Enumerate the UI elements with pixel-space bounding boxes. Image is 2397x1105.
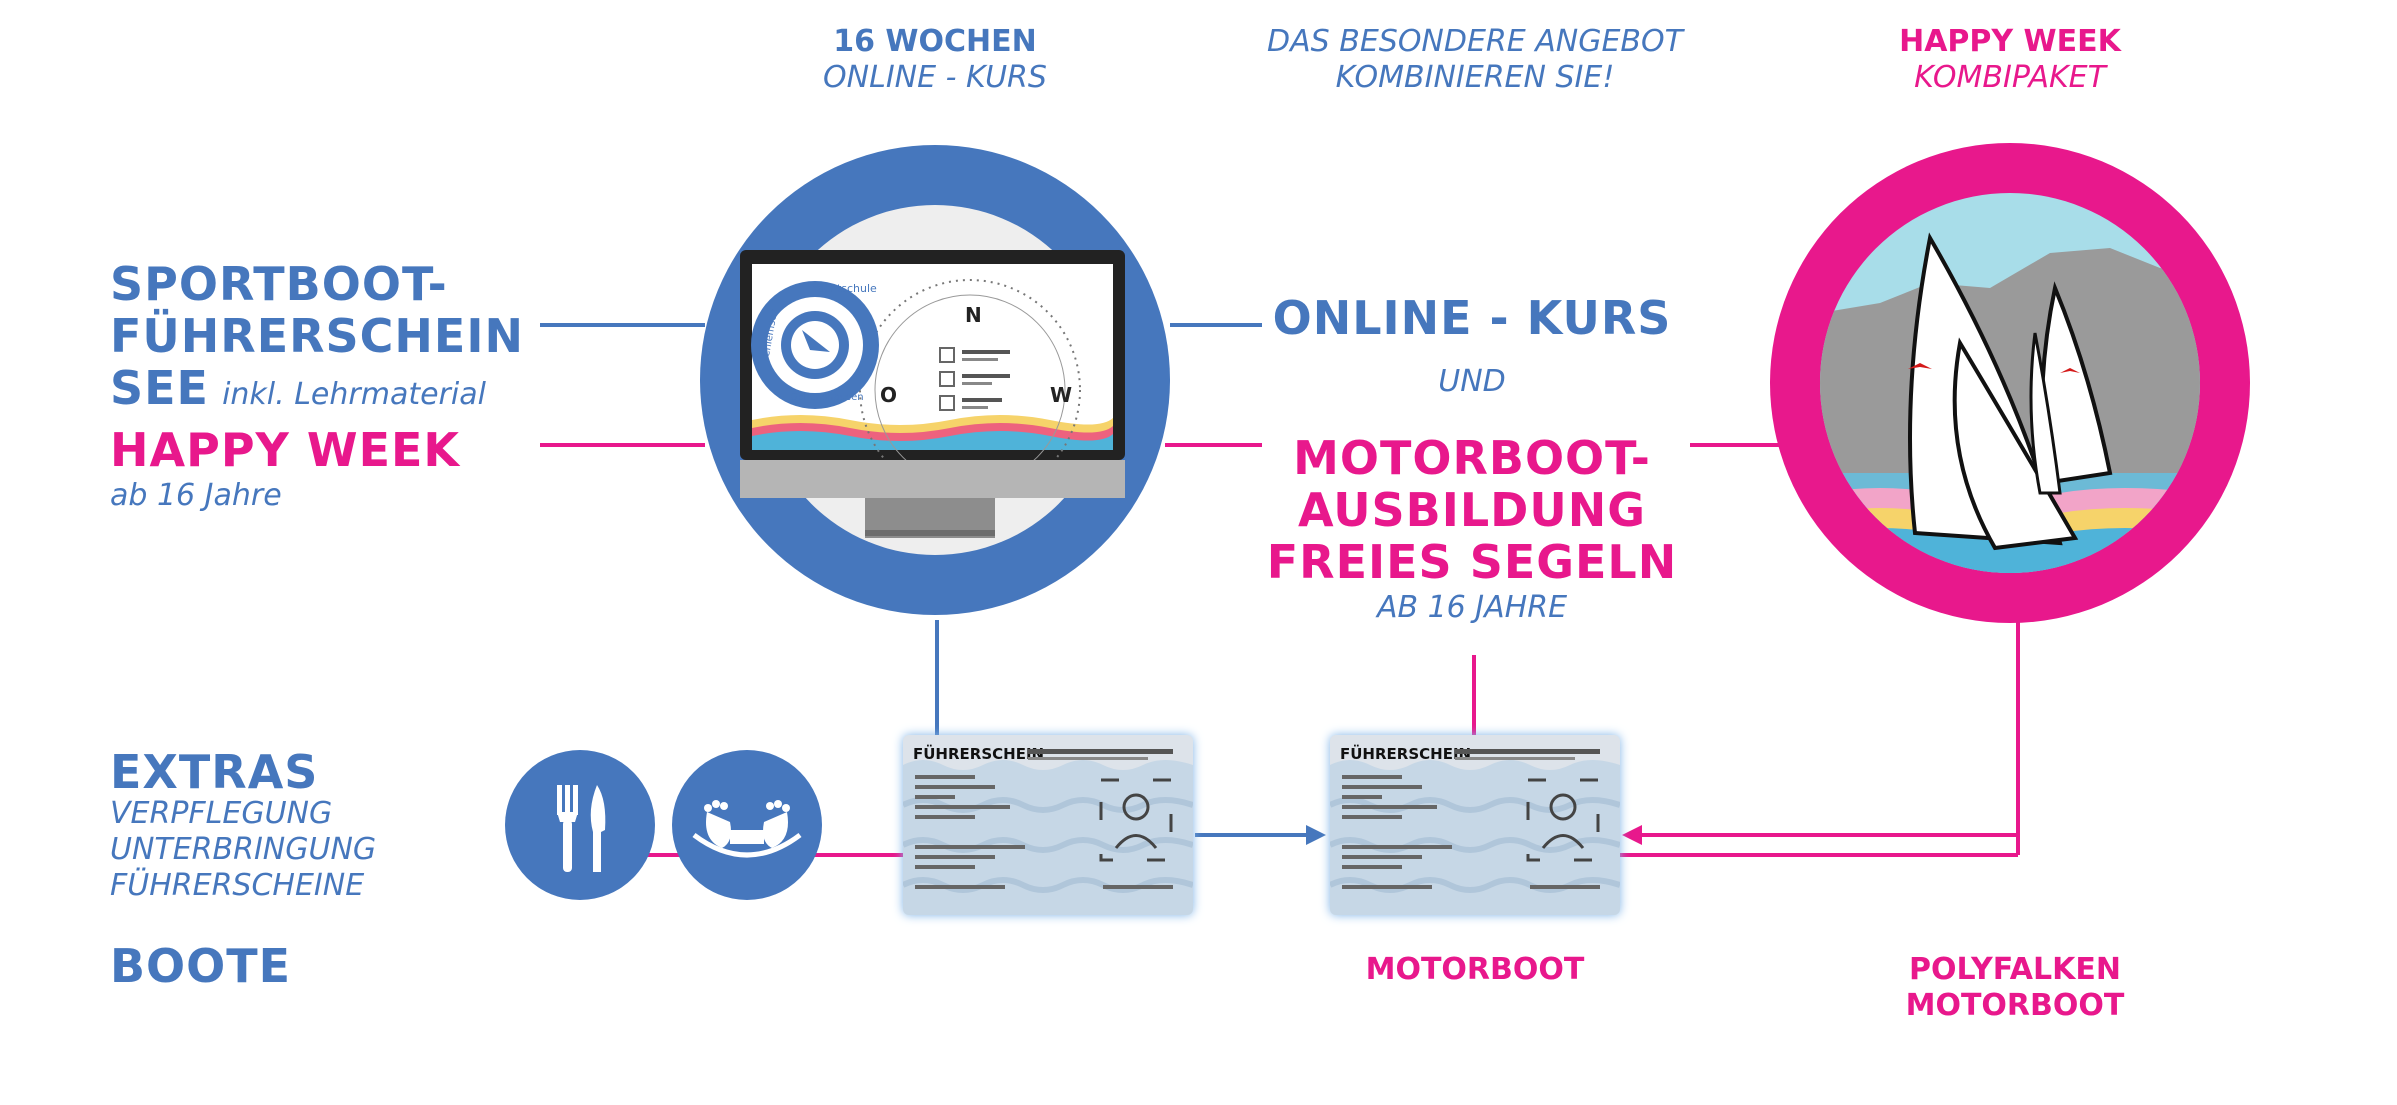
sbf-line2: FÜHRERSCHEIN [110, 309, 524, 363]
header-subtitle: KOMBIPAKET [1914, 60, 2106, 95]
happy-week-label: HAPPY WEEK [110, 423, 461, 477]
arrow-head-blue [1306, 825, 1326, 845]
und-label: UND [1438, 364, 1506, 399]
logo-text-bottom: Gollenshausen [790, 392, 864, 403]
license-card-2: FÜHRERSCHEIN [1330, 735, 1620, 915]
polyfalken-label: POLYFALKEN MOTORBOOT [1840, 952, 2190, 1024]
logo-text-top: Yachtschule [811, 282, 877, 295]
cutlery-icon [505, 750, 655, 900]
motorboot-line2: AUSBILDUNG [1298, 483, 1646, 537]
sbf-line3: SEE [110, 361, 209, 415]
extras-list: VERPFLEGUNG UNTERBRINGUNG FÜHRERSCHEINE [110, 796, 376, 904]
happy-week-age: ab 16 Jahre [110, 478, 282, 513]
polyfalken-line2: MOTORBOOT [1905, 988, 2125, 1023]
header-line2: KOMBINIEREN SIE! [1335, 60, 1615, 95]
online-kurs-label: ONLINE - KURS [1272, 291, 1672, 345]
motorboot-line3: FREIES SEGELN [1266, 535, 1678, 589]
card-title: FÜHRERSCHEIN [1340, 744, 1471, 763]
motorboot-block: MOTORBOOT- AUSBILDUNG FREIES SEGELN [1262, 432, 1682, 588]
extras-title: EXTRAS [110, 745, 319, 799]
motorboot-line1: MOTORBOOT- [1293, 431, 1651, 485]
compass-w: W [1050, 383, 1072, 407]
extras-item: FÜHRERSCHEINE [110, 868, 365, 903]
kombipaket-circle [1770, 143, 2250, 623]
header-title: HAPPY WEEK [1899, 24, 2121, 59]
sbf-note: inkl. Lehrmaterial [222, 377, 486, 412]
license-card-1: FÜHRERSCHEIN [903, 735, 1193, 915]
compass-o: O [880, 383, 897, 407]
boote-label: BOOTE [110, 939, 292, 993]
compass-n: N [965, 303, 982, 327]
sailboat-scene [1820, 193, 2200, 573]
header-angebot: DAS BESONDERE ANGEBOT KOMBINIEREN SIE! [1230, 24, 1720, 96]
bed-icon [672, 750, 822, 900]
header-16-wochen: 16 WOCHEN ONLINE - KURS [760, 24, 1110, 96]
polyfalken-line1: POLYFALKEN [1909, 952, 2121, 987]
card-title: FÜHRERSCHEIN [913, 744, 1044, 763]
monitor-icon: N O W Yachtschule Chiemsee Gollenshausen [740, 250, 1125, 538]
header-title: 16 WOCHEN [833, 24, 1037, 59]
header-subtitle: ONLINE - KURS [823, 60, 1047, 95]
header-line1: DAS BESONDERE ANGEBOT [1267, 24, 1683, 59]
extras-item: UNTERBRINGUNG [110, 832, 377, 867]
extras-item: VERPFLEGUNG [110, 796, 333, 831]
header-happy-week: HAPPY WEEK KOMBIPAKET [1850, 24, 2170, 96]
motorboot-age: AB 16 JAHRE [1376, 590, 1568, 625]
sbf-line1: SPORTBOOT- [110, 257, 448, 311]
arrow-head-pink [1622, 825, 1642, 845]
motorboot-bottom-label: MOTORBOOT [1365, 952, 1585, 987]
sbf-block: SPORTBOOT- FÜHRERSCHEIN SEE inkl. Lehrma… [110, 258, 524, 414]
